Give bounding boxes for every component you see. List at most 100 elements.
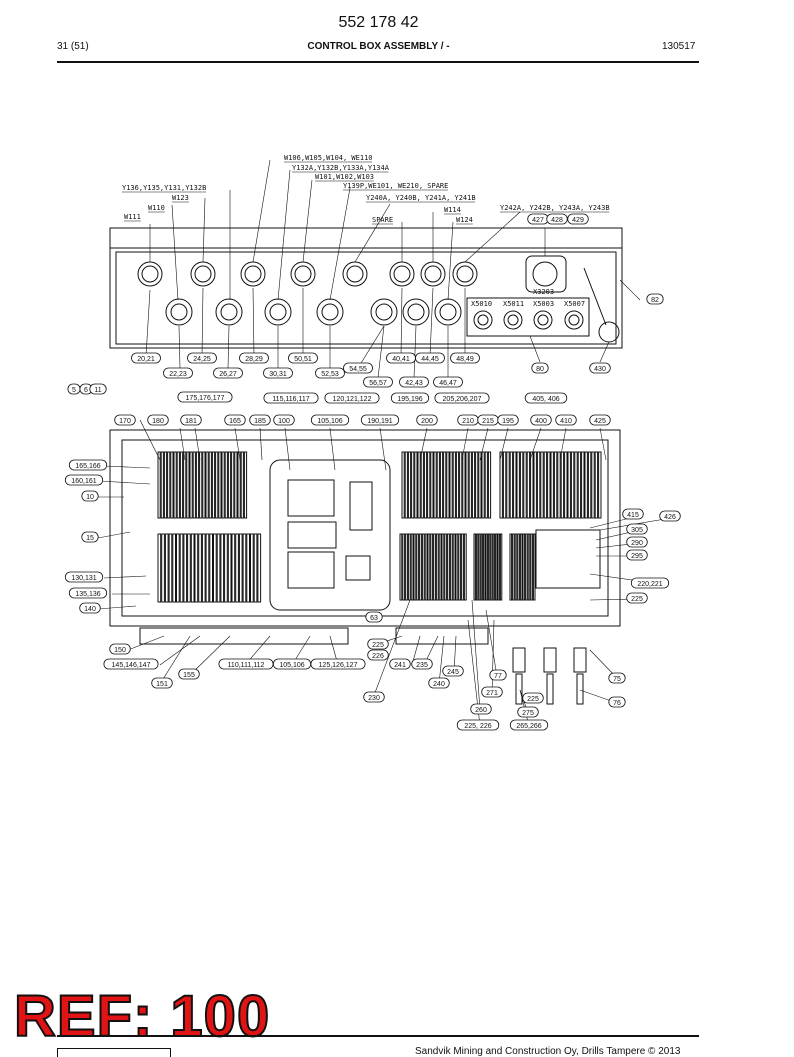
callout-bubble [530, 414, 552, 426]
terminal-block [455, 451, 460, 519]
terminal-block [533, 451, 537, 519]
callout-bubble [109, 643, 131, 655]
terminal-block [481, 451, 485, 519]
wire-label: W106,W105,W104, WE110 [284, 154, 373, 162]
callout-label: 80 [536, 366, 544, 373]
terminal-block [227, 533, 232, 603]
terminal-block [553, 451, 558, 519]
terminal-block [220, 533, 225, 603]
leader-line [357, 325, 385, 369]
leader-line [372, 599, 411, 699]
leader-line [159, 635, 191, 685]
callout-label: 160,161 [71, 478, 96, 485]
callout-bubble [470, 703, 492, 715]
callout-label: 48,49 [456, 356, 474, 363]
callout-bubble [646, 293, 664, 305]
callout-label: 125,126,127 [319, 662, 358, 669]
callout: 241 [389, 658, 411, 670]
leader-line [464, 211, 521, 263]
callout-label: 76 [613, 700, 621, 707]
callout: 427 [527, 213, 549, 225]
callout-bubble [481, 686, 503, 698]
terminal-block [399, 533, 403, 601]
cable-gland [402, 298, 430, 326]
callout: 40,41 [386, 352, 416, 364]
callout-label: 410 [560, 418, 572, 425]
terminal-block [547, 451, 551, 519]
callout-label: 22,23 [169, 371, 187, 378]
callout-label: 225 [372, 642, 384, 649]
footer-copyright: Sandvik Mining and Construction Oy, Dril… [415, 1046, 681, 1057]
terminal-block [410, 533, 414, 601]
callout-label: 190,191 [367, 418, 392, 425]
callout: 230 [363, 691, 385, 703]
terminal-block [168, 533, 173, 603]
callout-bubble [434, 392, 490, 404]
terminal-block [532, 533, 536, 601]
callout: 181 [180, 414, 202, 426]
cable-gland-inner [321, 303, 339, 321]
terminal-block [487, 451, 492, 519]
connector-label: X5003 [533, 300, 554, 308]
callout-label: 77 [494, 673, 502, 680]
callout-label: 220,221 [637, 581, 662, 588]
terminal-block [176, 533, 180, 603]
callout-bubble [324, 392, 380, 404]
leader-line [202, 197, 206, 263]
callout-label: 165,166 [75, 463, 100, 470]
callout-label: 115,116,117 [272, 396, 309, 403]
callout-label: 226 [372, 653, 384, 660]
callout-bubble [524, 392, 568, 404]
callout-bubble [64, 474, 104, 486]
callout-label: 225 [527, 696, 539, 703]
leader-line [329, 187, 351, 301]
leader-line [171, 204, 179, 301]
gland-row-left [139, 627, 349, 645]
callout: 110,111,112 [218, 658, 274, 670]
callout-bubble [81, 531, 99, 543]
callout-bubble [433, 376, 463, 388]
callout: 226 [367, 649, 389, 661]
terminal-block [170, 451, 174, 519]
leader-line [619, 279, 641, 301]
callout: 220,221 [630, 577, 670, 589]
lanyard-chain [583, 267, 607, 326]
terminal-block [463, 533, 467, 601]
callout: 185 [249, 414, 271, 426]
terminal-block [253, 533, 258, 603]
leader-line [377, 325, 385, 379]
leader-line [189, 635, 231, 676]
gland-row-right [395, 627, 489, 645]
leader-line [400, 287, 403, 357]
leader-line [145, 289, 151, 357]
callout: 170 [114, 414, 136, 426]
callout-label: 50,51 [294, 356, 312, 363]
terminal-block [514, 533, 518, 601]
terminal-block [205, 451, 209, 519]
callout: 28,29 [239, 352, 269, 364]
connector-x3203 [532, 261, 558, 287]
leader-line [379, 427, 387, 471]
connector-label: X5007 [564, 300, 585, 308]
callout: 295 [626, 549, 648, 561]
cable-gland-inner [194, 265, 212, 283]
callout-label: 230 [368, 695, 380, 702]
cable-gland-inner [244, 265, 262, 283]
callout-label: 415 [627, 512, 639, 519]
leader-line [413, 325, 417, 379]
callout-bubble [365, 611, 383, 623]
terminal-block [577, 451, 582, 519]
callout: 265,266 [509, 719, 549, 731]
terminal-block [160, 451, 164, 519]
callout: 275 [517, 706, 539, 718]
gland-panel [109, 227, 623, 349]
terminal-block [216, 533, 221, 603]
wire-label: W114 [444, 206, 461, 214]
leader-line [302, 179, 313, 263]
callout-bubble [390, 392, 430, 404]
leader-line [201, 287, 204, 357]
terminal-block [183, 533, 188, 603]
cable-gland-inner [424, 265, 442, 283]
round-connector [533, 310, 553, 330]
document-title: CONTROL BOX ASSEMBLY / - [307, 41, 450, 52]
